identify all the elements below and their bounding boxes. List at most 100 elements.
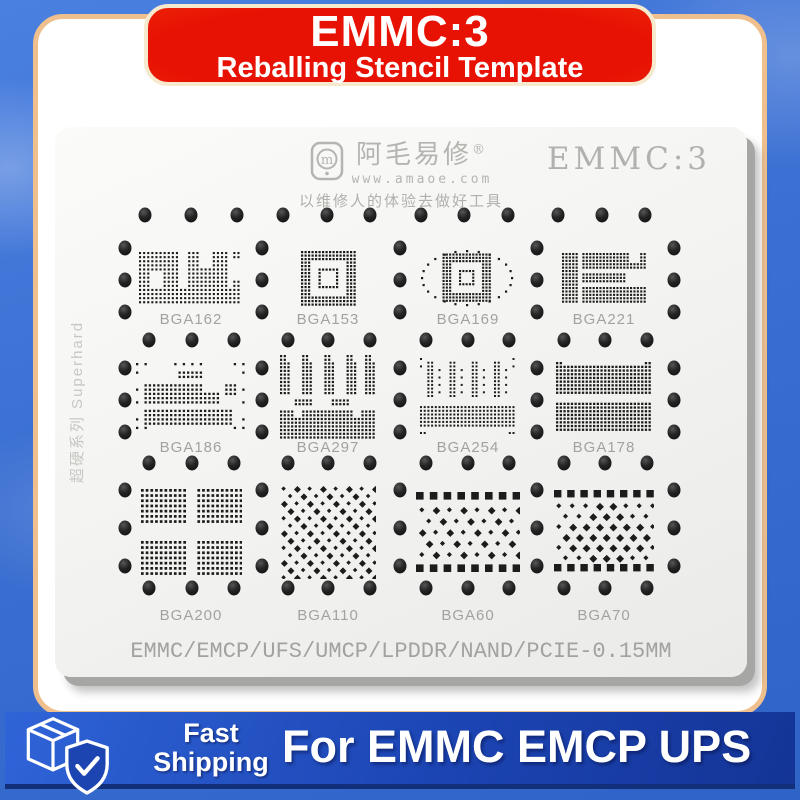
stencil-hole — [640, 580, 654, 596]
brand-block: m 阿毛易修® www.amaoe.com 以维修人的体验去做好工具 — [299, 134, 503, 211]
bga-label: BGA254 — [436, 439, 500, 456]
stencil-hole — [255, 558, 269, 574]
stencil-plate: m 阿毛易修® www.amaoe.com 以维修人的体验去做好工具 EMMC:… — [55, 127, 747, 677]
stencil-hole — [640, 332, 654, 348]
stencil-hole — [457, 207, 471, 223]
stencil-hole — [530, 360, 544, 376]
brand-name: 阿毛易修® — [352, 134, 493, 171]
stencil-hole — [138, 207, 152, 223]
bga-pattern — [280, 354, 375, 439]
stencil-hole — [227, 332, 241, 348]
bga-label: BGA70 — [577, 607, 631, 624]
stencil-hole — [255, 272, 269, 288]
stencil-hole — [502, 580, 516, 596]
stencil-hole — [118, 520, 132, 536]
stencil-hole — [118, 304, 132, 320]
stencil-hole — [414, 207, 428, 223]
stencil-hole — [393, 424, 407, 440]
bga-pattern — [416, 492, 520, 572]
stencil-hole — [363, 580, 377, 596]
stencil-hole — [551, 207, 565, 223]
stencil-bottom-label: EMMC/EMCP/UFS/UMCP/LPDDR/NAND/PCIE-0.15M… — [130, 639, 672, 664]
stencil-hole — [393, 360, 407, 376]
bga-label: BGA169 — [436, 311, 500, 328]
stencil-hole — [530, 424, 544, 440]
stencil-hole — [184, 207, 198, 223]
stencil-hole — [255, 520, 269, 536]
stencil-hole — [530, 482, 544, 498]
stencil-hole — [530, 272, 544, 288]
stencil-hole — [598, 455, 612, 471]
stencil-hole — [530, 240, 544, 256]
fast-shipping-line1: Fast — [183, 718, 239, 748]
stencil-hole — [501, 207, 515, 223]
bga-label: BGA110 — [297, 607, 359, 624]
stencil-hole — [281, 580, 295, 596]
stencil-hole — [393, 240, 407, 256]
stencil-hole — [118, 240, 132, 256]
stencil-hole — [142, 580, 156, 596]
bga-label: BGA60 — [441, 607, 495, 624]
bga-pattern — [421, 250, 514, 307]
stencil-hole — [185, 332, 199, 348]
stencil-hole — [393, 272, 407, 288]
stencil-hole — [118, 360, 132, 376]
brand-name-text: 阿毛易修 — [355, 140, 472, 170]
brand-website: www.amaoe.com — [351, 172, 493, 187]
stencil-hole — [363, 332, 377, 348]
stencil-hole — [557, 332, 571, 348]
stencil-hole — [419, 332, 433, 348]
stencil-hole — [393, 520, 407, 536]
bga-label: BGA186 — [159, 439, 223, 456]
stencil-hole — [667, 240, 681, 256]
stencil-hole — [598, 332, 612, 348]
bga-pattern — [556, 362, 651, 431]
stencil-model-label: EMMC:3 — [547, 141, 711, 177]
stencil-hole — [640, 455, 654, 471]
stencil-hole — [118, 424, 132, 440]
stencil-hole — [419, 455, 433, 471]
bga-label: BGA297 — [296, 439, 360, 456]
stencil-hole — [227, 580, 241, 596]
stencil-hole — [667, 392, 681, 408]
bga-pattern — [300, 250, 356, 306]
stencil-hole — [530, 520, 544, 536]
stencil-hole — [461, 580, 475, 596]
bga-pattern — [139, 251, 240, 303]
stencil-hole — [255, 424, 269, 440]
stencil-hole — [142, 455, 156, 471]
stencil-hole — [393, 558, 407, 574]
stencil-hole — [461, 455, 475, 471]
stencil-hole — [281, 455, 295, 471]
stencil-hole — [118, 272, 132, 288]
bga-pattern — [280, 485, 376, 579]
stencil-hole — [185, 580, 199, 596]
stencil-hole — [393, 304, 407, 320]
stencil-hole — [557, 580, 571, 596]
stencil-hole — [667, 360, 681, 376]
bga-pattern — [136, 363, 245, 430]
stencil-hole — [118, 558, 132, 574]
brand-slogan: 以维修人的体验去做好工具 — [298, 193, 504, 210]
stencil-hole — [530, 304, 544, 320]
side-series-label: 超硬系列 Superhard — [69, 320, 86, 484]
brand-reg-mark: ® — [471, 142, 488, 158]
stencil-hole — [363, 207, 377, 223]
stencil-hole — [321, 332, 335, 348]
stencil-hole — [530, 558, 544, 574]
stencil-hole — [255, 482, 269, 498]
stencil-hole — [255, 240, 269, 256]
bga-pattern — [554, 490, 654, 572]
fast-shipping-line2: Shipping — [153, 747, 269, 777]
stencil-hole — [595, 207, 609, 223]
stencil-hole — [667, 520, 681, 536]
stencil-hole — [118, 392, 132, 408]
fast-shipping-label: Fast Shipping — [148, 719, 274, 777]
stencil-hole — [667, 424, 681, 440]
stencil-hole — [320, 207, 334, 223]
stencil-hole — [363, 455, 377, 471]
stencil-hole — [321, 580, 335, 596]
bga-label: BGA221 — [572, 311, 636, 328]
stencil-hole — [419, 580, 433, 596]
shield-check-icon — [65, 739, 109, 795]
